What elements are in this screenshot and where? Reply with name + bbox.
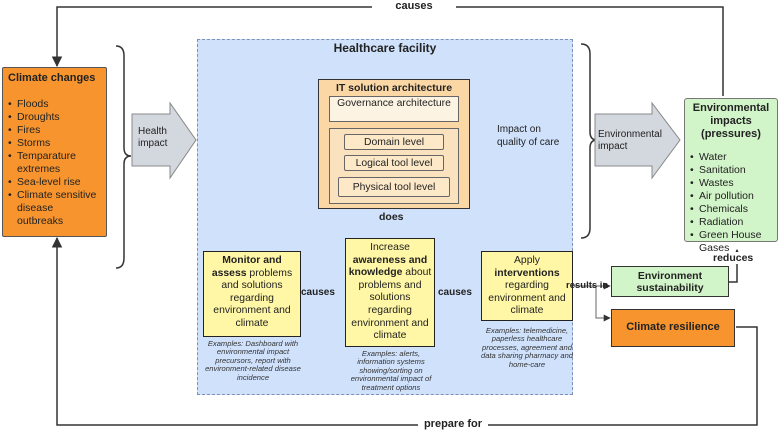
climate-changes-list: Floods Droughts Fires Storms Temparature… — [8, 98, 101, 228]
list-item: Water — [690, 151, 772, 164]
levels-group: Domain level Logical tool level Physical… — [329, 128, 459, 204]
governance-architecture-box: Governance architecture — [329, 96, 459, 122]
increase-box: Increase awareness and knowledge about p… — [345, 238, 435, 347]
causes-label-1: causes — [301, 287, 335, 298]
it-architecture-box: IT solution architecture Governance arch… — [318, 79, 470, 209]
list-item: Floods — [8, 98, 101, 111]
prepare-for-label: prepare for — [418, 418, 488, 430]
list-item: Wastes — [690, 177, 772, 190]
list-item: Storms — [8, 137, 101, 150]
apply-bold-text: interventions — [494, 267, 560, 279]
healthcare-facility-title: Healthcare facility — [333, 41, 437, 55]
logical-tool-level-box: Logical tool level — [344, 155, 444, 171]
increase-text: about problems and solutions regarding e… — [351, 267, 432, 342]
list-item: Air pollution — [690, 190, 772, 203]
domain-level-box: Domain level — [344, 134, 444, 150]
monitor-bold-text: Monitor and assess — [211, 255, 282, 279]
reduces-label: reduces — [713, 252, 754, 264]
environmental-impacts-box: Environmental impacts (pressures) Water … — [684, 98, 778, 254]
apply-pre-text: Apply — [514, 255, 540, 266]
causes-top-label: causes — [372, 0, 456, 12]
apply-text: regarding environment and climate — [488, 280, 566, 317]
health-impact-arrow — [131, 101, 197, 180]
physical-tool-level-box: Physical tool level — [338, 177, 450, 197]
list-item: Sea-level rise — [8, 176, 101, 189]
environmental-impacts-list: Water Sanitation Wastes Air pollution Ch… — [690, 151, 772, 255]
environmental-impacts-title: Environmental impacts (pressures) — [692, 102, 770, 140]
environmental-impact-arrow — [594, 101, 681, 180]
left-brace — [115, 45, 132, 269]
list-item: Chemicals — [690, 203, 772, 216]
environment-sustainability-box: Environment sustainability — [611, 266, 729, 297]
monitor-box: Monitor and assess problems and solution… — [203, 251, 301, 337]
list-item: Fires — [8, 124, 101, 137]
climate-resilience-box: Climate resilience — [611, 309, 735, 347]
list-item: Radiation — [690, 216, 772, 229]
health-impact-label: Health impact — [138, 126, 168, 149]
apply-box: Apply interventions regarding environmen… — [481, 251, 573, 321]
list-item: Temparature extremes — [8, 150, 101, 176]
prepare-loop-line — [51, 236, 758, 426]
list-item: Climate sensitive disease outbreaks — [8, 189, 101, 228]
results-in-label: results in — [566, 280, 609, 291]
list-item: Droughts — [8, 111, 101, 124]
monitor-text: problems and solutions regarding environ… — [213, 267, 293, 329]
list-item: Sanitation — [690, 164, 772, 177]
climate-changes-box: Climate changes Floods Droughts Fires St… — [2, 67, 107, 237]
impact-quality-label: Impact on quality of care — [497, 124, 560, 148]
list-item: Green House Gases — [690, 229, 772, 255]
it-architecture-title: IT solution architecture — [335, 82, 453, 94]
causes-label-2: causes — [438, 287, 472, 298]
monitor-examples: Examples: Dashboard with environmental i… — [205, 339, 301, 382]
apply-examples: Examples: telemedicine, paperless health… — [480, 326, 574, 369]
increase-bold-text: awareness and knowledge — [348, 254, 428, 279]
increase-pre-text: Increase — [370, 242, 410, 253]
does-label: does — [379, 211, 404, 223]
climate-changes-title: Climate changes — [8, 72, 96, 84]
environmental-impact-label: Environmental impact — [598, 129, 662, 152]
increase-examples: Examples: alerts, information systems sh… — [350, 349, 432, 392]
